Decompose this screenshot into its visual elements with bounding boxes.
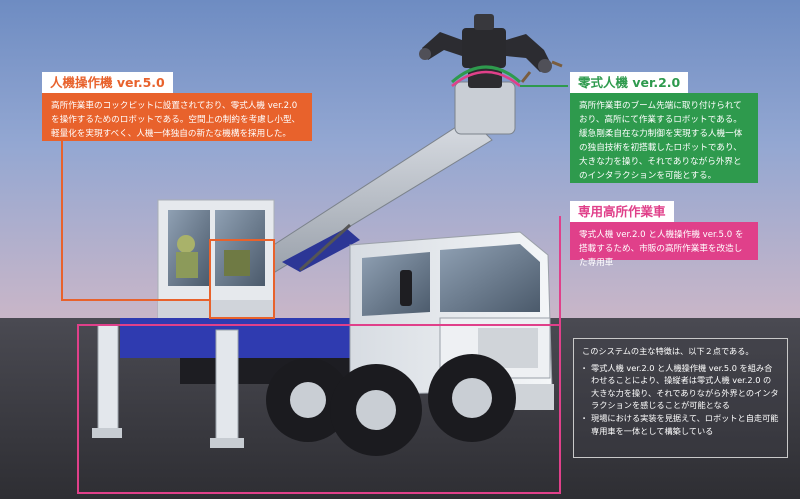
outriggers [92, 324, 244, 448]
boom-tip-highlight [451, 70, 521, 87]
truck-leader-line [77, 216, 561, 494]
dual-arm-robot [419, 14, 563, 83]
operator-callout-body: 高所作業車のコックピットに設置されており、零式人機 ver.2.0 を操作するた… [42, 93, 312, 141]
operator-cabin [157, 199, 275, 319]
robot-callout-title: 零式人機 ver.2.0 [570, 72, 689, 94]
robot-callout-body: 高所作業車のブーム先端に取り付けられており、高所にて作業するロボットである。緩急… [570, 93, 758, 183]
feature-item: 零式人機 ver.2.0 と人機操作機 ver.5.0 を組み合わせることにより… [580, 362, 779, 412]
truck-callout-title: 専用高所作業車 [570, 201, 674, 223]
operator-cabin-highlight [209, 239, 275, 319]
features-list: 零式人機 ver.2.0 と人機操作機 ver.5.0 を組み合わせることにより… [580, 362, 779, 438]
operator-leader-line [61, 140, 210, 301]
operator-callout-title: 人機操作機 ver.5.0 [42, 72, 173, 94]
features-intro: このシステムの主な特徴は、以下２点である。 [582, 346, 754, 356]
system-features-box: このシステムの主な特徴は、以下２点である。 零式人機 ver.2.0 と人機操作… [573, 338, 788, 458]
wheels [266, 354, 516, 456]
robot-highlight-arc [451, 65, 521, 84]
feature-item: 現場における実装を見据えて、ロボットと自走可能専用車を一体として構築している [580, 412, 779, 437]
truck-callout-body: 零式人機 ver.2.0 と人機操作機 ver.5.0 を搭載するため、市販の高… [570, 222, 758, 268]
